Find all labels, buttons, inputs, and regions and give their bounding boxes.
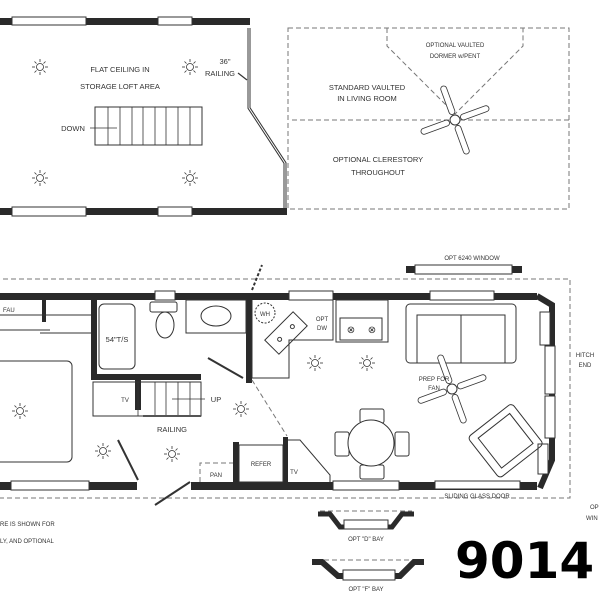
wh-label: WH (260, 312, 270, 318)
burner-icon: ⊗ (368, 325, 376, 336)
clerestory-note: OPTIONAL CLERESTORY (333, 155, 423, 164)
dormer-note: DORMER w/PENT (430, 54, 481, 60)
window (157, 206, 193, 217)
vault-note: STANDARD VAULTED (329, 83, 406, 92)
opt-window-label: OPT 6240 WINDOW (444, 256, 500, 262)
toilet (149, 301, 178, 313)
vault-area: OPTIONAL VAULTED DORMER w/PENT STANDARD … (287, 27, 570, 210)
opt-d-bay: OPT "D" BAY (318, 510, 414, 543)
light-icon (232, 400, 250, 418)
hitch-label: END (579, 363, 592, 369)
clerestory-note: THROUGHOUT (351, 168, 405, 177)
model-number: 9014 (455, 532, 594, 590)
loft-plan: FLAT CEILING IN STORAGE LOFT AREA 36" RA… (0, 16, 287, 217)
fan-label: PREP FOR (419, 377, 450, 383)
fau-label: FAU (3, 308, 15, 314)
light-icon (11, 402, 29, 420)
railing-label: RAILING (205, 69, 235, 78)
loft-railing (247, 28, 287, 208)
light-icon (31, 169, 49, 187)
loft-ceiling-note: STORAGE LOFT AREA (80, 82, 160, 91)
refrigerator (238, 444, 284, 483)
light-icon (31, 58, 49, 76)
window (157, 16, 193, 26)
disclaimer-note: LY, AND OPTIONAL (0, 539, 54, 545)
loft-ceiling-note: FLAT CEILING IN (90, 65, 149, 74)
dw-label: DW (317, 326, 327, 332)
window (11, 16, 87, 26)
tv-label: TV (121, 398, 129, 404)
armchair (468, 404, 543, 478)
window (11, 206, 87, 217)
tv-label: TV (290, 470, 298, 476)
railing-label: RAILING (157, 425, 187, 434)
disclaimer-note: RE IS SHOWN FOR (0, 522, 55, 528)
sliding-door-label: SLIDING GLASS DOOR (444, 494, 510, 500)
sliding-glass-door (434, 480, 521, 490)
vault-note: IN LIVING ROOM (337, 94, 397, 103)
light-icon (181, 169, 199, 187)
fan-label: FAN (428, 386, 440, 392)
f-bay-label: OPT "F" BAY (348, 587, 383, 593)
tub-label: 54"T/S (106, 335, 129, 344)
kitchen-sink (264, 311, 308, 355)
range (339, 317, 383, 341)
burner-icon: ⊗ (347, 325, 355, 336)
dw-label: OPT (316, 317, 329, 323)
dining-table (334, 408, 410, 480)
opt-window-note: WIN (586, 516, 598, 522)
opt-window-note: OP (590, 505, 599, 511)
light-icon (358, 354, 376, 372)
light-icon (181, 58, 199, 76)
dormer-note: OPTIONAL VAULTED (426, 43, 485, 49)
opt-window (414, 264, 513, 275)
tub (98, 303, 136, 370)
bath-sink (200, 305, 232, 327)
main-floor-plan: OPT 6240 WINDOW 54"T/S (0, 256, 599, 522)
stair-up-label: UP (211, 395, 221, 404)
light-icon (94, 442, 112, 460)
water-heater (254, 302, 276, 324)
light-icon (306, 354, 324, 372)
light-icon (163, 445, 181, 463)
d-bay-label: OPT "D" BAY (348, 537, 384, 543)
stair-down-label: DOWN (61, 124, 85, 133)
loft-stair (90, 106, 203, 146)
hitch-label: HITCH (576, 353, 594, 359)
opt-f-bay: OPT "F" BAY (312, 559, 424, 593)
bed (0, 360, 73, 463)
pan-label: PAN (210, 473, 222, 479)
railing-height-label: 36" (219, 57, 230, 66)
refer-label: REFER (251, 462, 272, 468)
